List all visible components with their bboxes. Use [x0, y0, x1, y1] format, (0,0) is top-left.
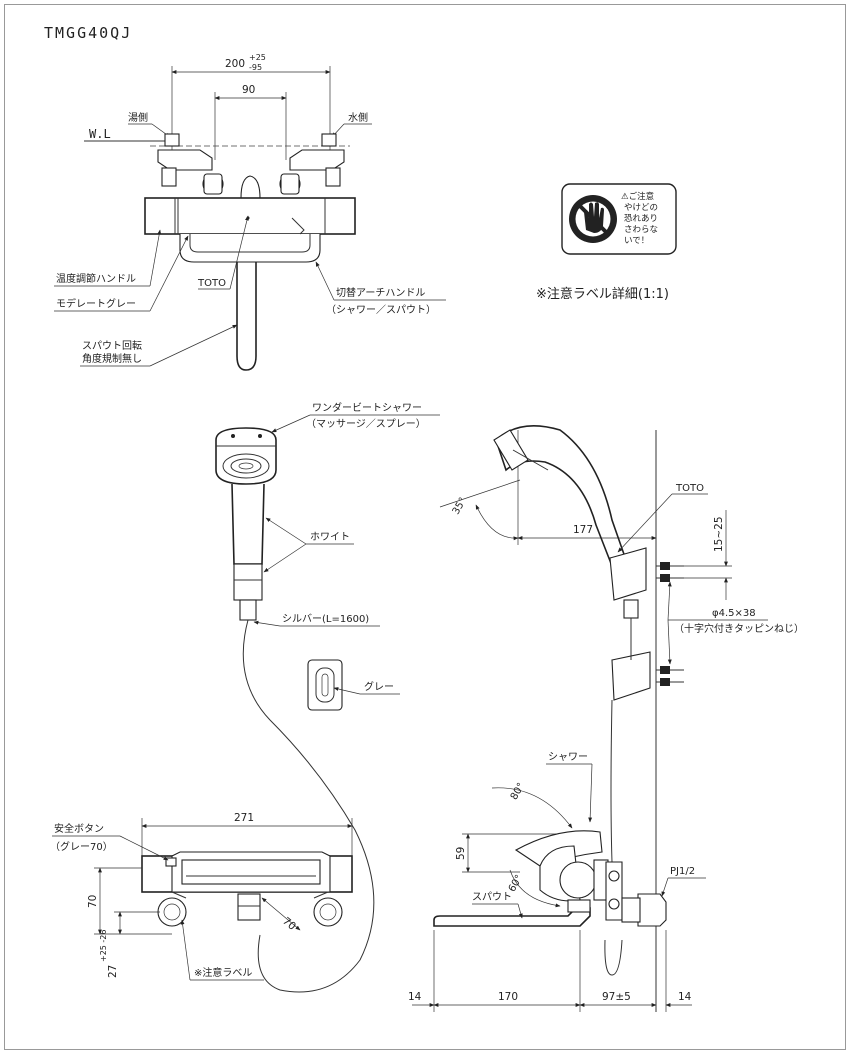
- toto-label-top: TOTO: [197, 278, 226, 289]
- dim-70-diagonal: 70: [280, 915, 298, 933]
- dim-27: 27: [107, 965, 119, 978]
- wl-label: W.L: [89, 127, 111, 141]
- white-label: ホワイト: [310, 531, 350, 543]
- spout-rotation-label-1: スパウト回転: [82, 340, 142, 352]
- caution-detail-caption: ※注意ラベル詳細(1:1): [536, 286, 669, 302]
- screw-label-1: φ4.5×38: [712, 608, 756, 619]
- pj-label: PJ1/2: [670, 866, 695, 877]
- hose-label: シルバー(L=1600): [282, 613, 369, 625]
- dim-271: 271: [234, 812, 254, 824]
- arch-handle-label-1: 切替アーチハンドル: [336, 286, 425, 299]
- side-view: 35° 177 TOTO 15~25 φ4.5×38 （十字穴付きタッピンねじ）: [439, 424, 804, 1012]
- screw-label-2: （十字穴付きタッピンねじ）: [674, 622, 804, 635]
- shower-name-2: （マッサージ／スプレー）: [306, 418, 426, 430]
- dim-170: 170: [498, 991, 518, 1003]
- arch-handle-label-2: （シャワー／スパウト）: [326, 304, 436, 316]
- spout-rotation-label-2: 角度規制無し: [82, 352, 142, 365]
- caution-title: ⚠ご注意: [621, 191, 654, 202]
- cold-side-label: 水側: [348, 111, 368, 124]
- dim-90: 90: [242, 84, 255, 96]
- top-front-view: 200 +25 -95 90 W.L 湯側 水側: [54, 53, 446, 371]
- dim-200-minus: -95: [249, 63, 262, 72]
- caution-line2: 恐れあり: [624, 214, 658, 224]
- caution-label-pointer: ※注意ラベル: [194, 966, 252, 979]
- spout-label: スパウト: [472, 891, 512, 903]
- dim-15-25: 15~25: [713, 516, 725, 552]
- hose-curve: [242, 619, 375, 993]
- temp-handle-label: 温度調節ハンドル: [56, 272, 136, 285]
- moderate-gray-label: モデレートグレー: [56, 297, 136, 310]
- shower-name-1: ワンダービートシャワー: [312, 401, 422, 414]
- dim-200: 200: [225, 58, 245, 70]
- toto-label-side: TOTO: [675, 483, 704, 494]
- shower-label-bottom: シャワー: [548, 752, 588, 763]
- caution-line3: さわらな: [624, 225, 658, 235]
- no-touch-icon: [569, 195, 617, 243]
- dim-14-right: 14: [678, 991, 692, 1003]
- dim-27-tolerance: +25 -26: [99, 930, 108, 963]
- dim-59: 59: [455, 847, 467, 860]
- dim-70-vertical: 70: [87, 895, 99, 908]
- caution-line4: いで！: [624, 236, 649, 246]
- safety-button-label-2: （グレー70）: [50, 840, 113, 853]
- shower-head-front: ワンダービートシャワー （マッサージ／スプレー） ホワイト シルバー(L=160…: [215, 401, 440, 627]
- model-number: TMGG40QJ: [44, 24, 132, 42]
- drawing-border: [4, 4, 846, 1050]
- dim-200-plus: +25: [249, 53, 266, 62]
- caution-line1: やけどの: [624, 203, 658, 213]
- safety-button-label-1: 安全ボタン: [54, 822, 104, 835]
- gray-label: グレー: [364, 680, 394, 693]
- holder-gray: グレー: [307, 659, 400, 711]
- dim-97: 97±5: [602, 991, 631, 1003]
- mixer-side-view: シャワー 80° 60° 59 スパウト PJ1/2: [408, 752, 706, 1012]
- angle-60: 60°: [507, 873, 525, 894]
- hot-side-label: 湯側: [128, 111, 148, 124]
- caution-label: ⚠ご注意 やけどの 恐れあり さわらな いで！ ※注意ラベル詳細(1:1): [536, 183, 677, 302]
- dim-177: 177: [573, 524, 593, 536]
- mixer-top-view: 271 安全ボタン （グレー70） 70 27 +25 -26 70 ※注: [50, 812, 353, 981]
- angle-35: 35°: [451, 496, 469, 517]
- dim-14-left: 14: [408, 991, 422, 1003]
